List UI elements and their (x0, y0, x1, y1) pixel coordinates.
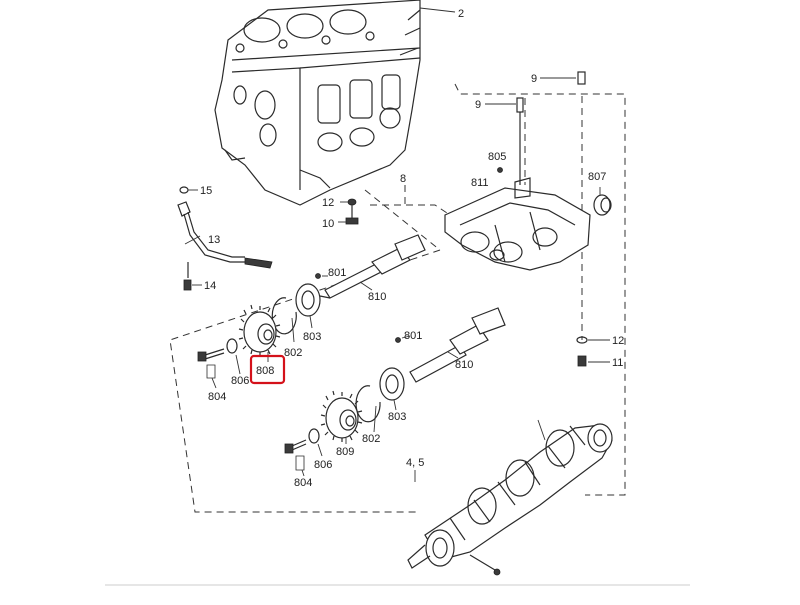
bearing-upper (271, 283, 321, 343)
label-804a: 804 (208, 391, 226, 403)
label-806b: 806 (314, 459, 332, 471)
label-810b: 810 (455, 359, 473, 371)
bolt-washer-top (338, 198, 359, 225)
label-811: 811 (471, 177, 489, 189)
label-8: 8 (400, 173, 406, 185)
label-13: 13 (208, 234, 220, 246)
gear-809 (320, 390, 363, 444)
label-806a: 806 (231, 375, 249, 387)
label-805: 805 (488, 151, 506, 163)
label-803a: 803 (303, 331, 321, 343)
bearing-lower (355, 367, 405, 433)
balancer-frame (444, 177, 591, 271)
oil-pipe (177, 186, 273, 291)
label-810a: 810 (368, 291, 386, 303)
label-11: 11 (612, 357, 623, 369)
bolt-washer-right (576, 336, 610, 367)
label-12a: 12 (322, 197, 334, 209)
part-labels: 2 9 9 805 807 8 811 15 12 10 13 14 801 8… (200, 8, 624, 489)
label-9a: 9 (531, 73, 537, 85)
label-809: 809 (336, 446, 354, 458)
label-802b: 802 (362, 433, 380, 445)
balancer-shaft-upper (315, 234, 426, 299)
label-802a: 802 (284, 347, 302, 359)
label-4-5: 4, 5 (406, 457, 424, 469)
label-9b: 9 (475, 99, 481, 111)
bolt-washer-lower (284, 428, 323, 477)
label-807: 807 (588, 171, 606, 183)
stud-bolts (485, 71, 586, 185)
gear-808 (238, 304, 281, 362)
highlight-box (249, 354, 286, 385)
engine-block (214, 0, 456, 206)
label-804b: 804 (294, 477, 312, 489)
label-2: 2 (458, 8, 464, 20)
label-12b: 12 (612, 335, 624, 347)
label-801a: 801 (328, 267, 346, 279)
bolt-washer-upper (197, 338, 241, 389)
label-15: 15 (200, 185, 212, 197)
bushing (593, 187, 612, 216)
label-803b: 803 (388, 411, 406, 423)
label-801b: 801 (404, 330, 422, 342)
label-14: 14 (204, 280, 216, 292)
crankshaft (407, 419, 613, 576)
label-10: 10 (322, 218, 334, 230)
balancer-shaft-lower (395, 307, 506, 383)
label-808: 808 (256, 365, 274, 377)
